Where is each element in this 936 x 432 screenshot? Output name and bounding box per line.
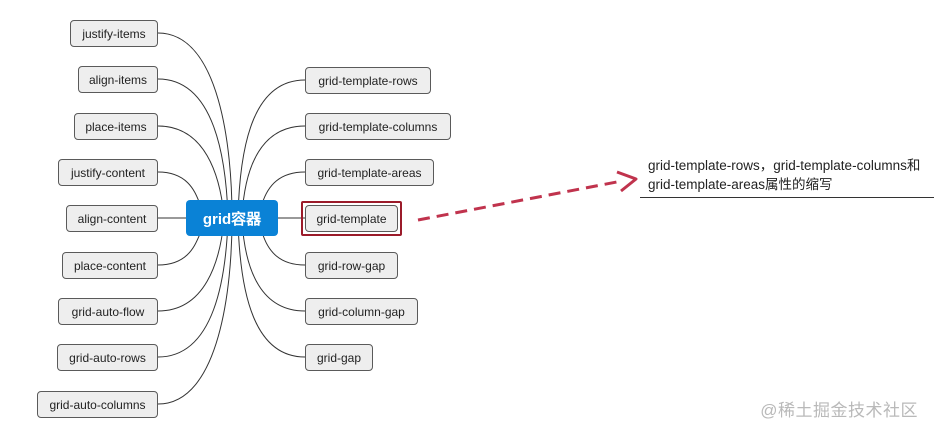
node-grid-template-columns[interactable]: grid-template-columns — [305, 113, 451, 140]
watermark: @稀土掘金技术社区 — [760, 401, 918, 420]
node-grid-template[interactable]: grid-template — [305, 205, 398, 232]
connector-grid-row-gap — [261, 231, 306, 266]
connector-align-items — [157, 78, 229, 217]
node-align-content[interactable]: align-content — [66, 205, 158, 232]
center-node-grid-container[interactable]: grid容器 — [186, 200, 278, 236]
node-grid-template-rows[interactable]: grid-template-rows — [305, 67, 431, 94]
node-grid-auto-flow[interactable]: grid-auto-flow — [58, 298, 158, 325]
node-align-items[interactable]: align-items — [78, 66, 158, 93]
node-justify-items[interactable]: justify-items — [70, 20, 158, 47]
node-place-items[interactable]: place-items — [74, 113, 158, 140]
connector-place-content — [157, 233, 201, 266]
node-justify-content[interactable]: justify-content — [58, 159, 158, 186]
node-grid-gap[interactable]: grid-gap — [305, 344, 373, 371]
connector-grid-column-gap — [241, 219, 306, 312]
annotation-underline — [640, 197, 934, 198]
connector-grid-auto-columns — [157, 219, 233, 405]
node-grid-row-gap[interactable]: grid-row-gap — [305, 252, 398, 279]
node-grid-auto-rows[interactable]: grid-auto-rows — [57, 344, 158, 371]
connector-grid-gap — [237, 219, 306, 358]
connector-justify-items — [157, 32, 233, 217]
annotation-text: grid-template-rows，grid-template-columns… — [648, 158, 921, 192]
highlight-box — [301, 201, 402, 236]
connector-grid-template-columns — [241, 125, 306, 217]
connector-grid-auto-rows — [157, 219, 229, 358]
connector-grid-template-areas — [261, 171, 306, 205]
node-grid-template-areas[interactable]: grid-template-areas — [305, 159, 434, 186]
connector-grid-template-rows — [237, 79, 306, 217]
annotation-arrow — [417, 179, 623, 222]
node-place-content[interactable]: place-content — [62, 252, 158, 279]
annotation-arrowhead — [616, 170, 638, 193]
node-grid-auto-columns[interactable]: grid-auto-columns — [37, 391, 158, 418]
node-grid-column-gap[interactable]: grid-column-gap — [305, 298, 418, 325]
